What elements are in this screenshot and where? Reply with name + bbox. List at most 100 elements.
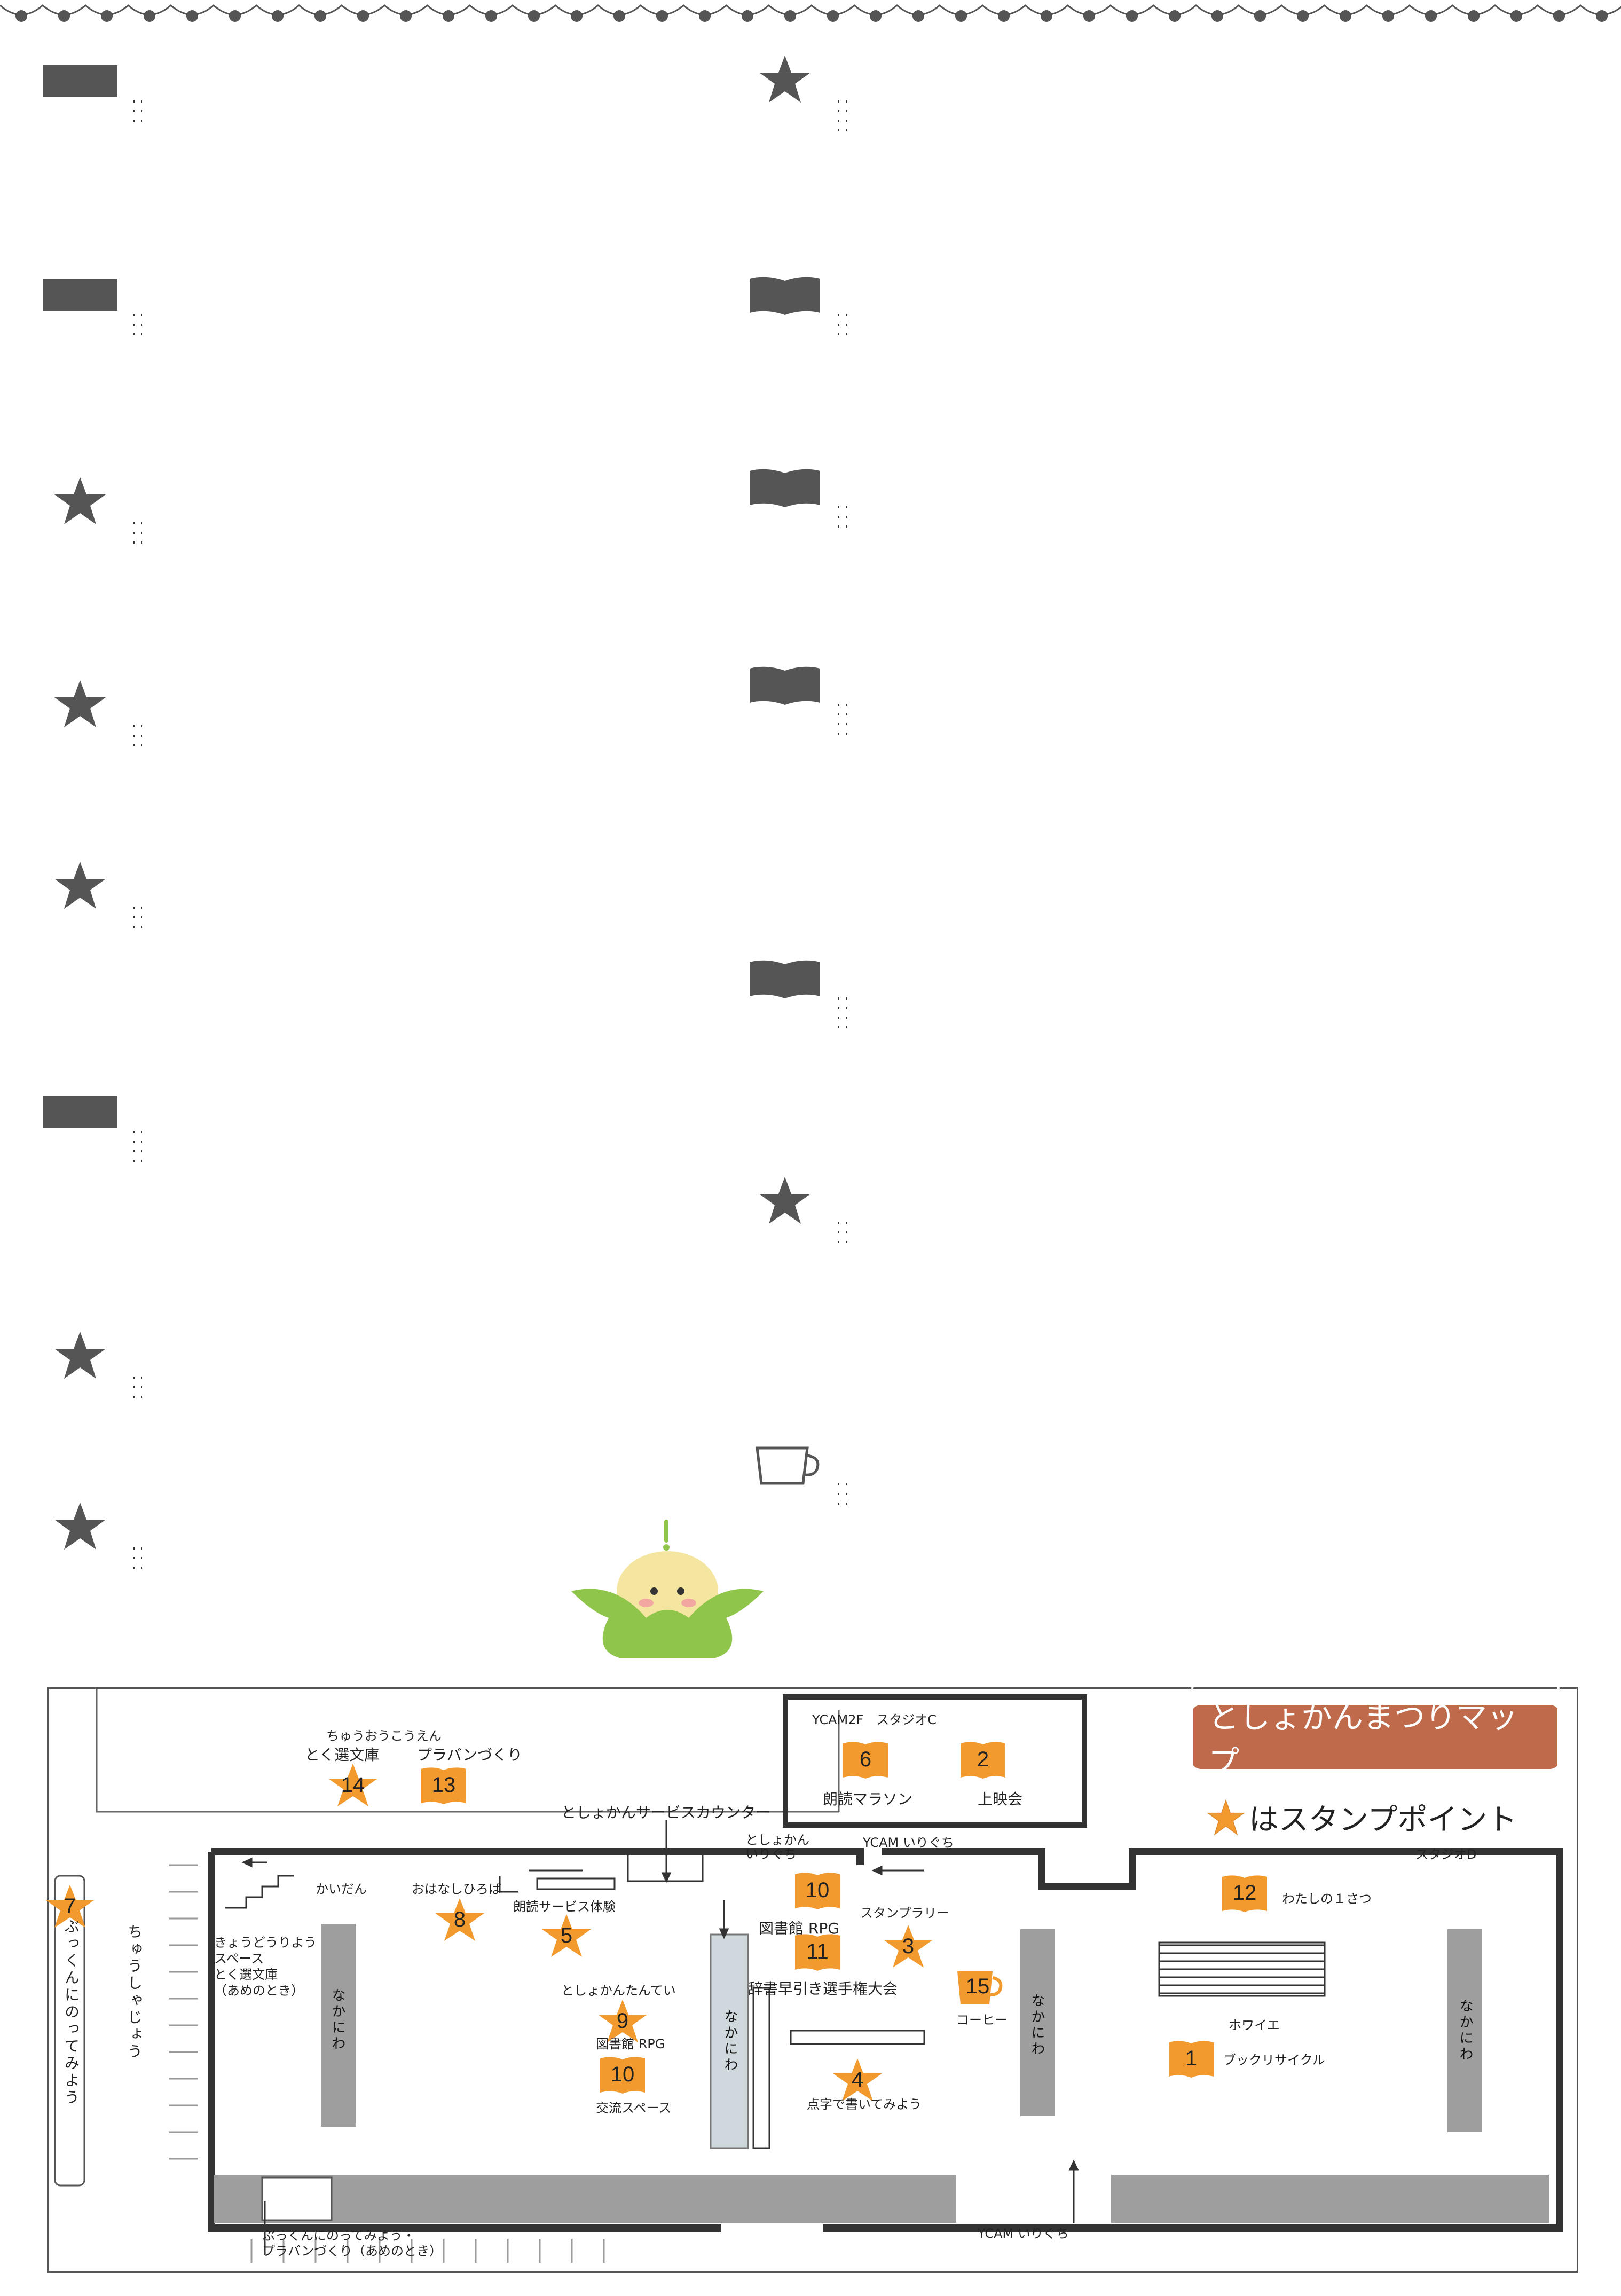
star-icon xyxy=(435,1898,484,1941)
book-icon xyxy=(421,1767,466,1804)
map-label-roudoku_marathon: 朗読マラソン xyxy=(823,1790,913,1808)
event-number xyxy=(43,1084,117,1137)
time-label xyxy=(838,324,847,326)
time-label xyxy=(838,516,847,518)
content-label xyxy=(838,129,847,131)
capacity-label xyxy=(838,723,847,725)
place-label xyxy=(838,1222,847,1224)
time-label xyxy=(838,713,847,715)
map-label-chushajo: ちゅうしゃじょう xyxy=(125,1924,143,2061)
place-label xyxy=(133,522,142,524)
garland-decoration xyxy=(0,4,1621,22)
star-icon xyxy=(45,1885,95,1928)
map-label-stamp_rally: スタンプラリー xyxy=(860,1906,950,1921)
map-pin-13: 13 xyxy=(417,1763,470,1807)
event-number xyxy=(43,678,117,732)
event-number xyxy=(747,459,822,513)
map-label-kyodo: きょうどうりよう スペース とく選文庫 （あめのとき） xyxy=(214,1935,317,1998)
book-icon xyxy=(1169,2041,1214,2078)
time-label xyxy=(838,1007,847,1009)
star-icon xyxy=(833,2058,882,2101)
map-pin-number: 12 xyxy=(1232,1881,1257,1905)
map-pin-11: 11 xyxy=(791,1929,844,1974)
map-label-ohanashi: おはなしひろば xyxy=(412,1882,501,1897)
map-pin-number: 1 xyxy=(1185,2046,1198,2070)
event-number xyxy=(43,267,117,320)
map-pin-number: 4 xyxy=(851,2067,864,2091)
map-label-joueikai: 上映会 xyxy=(978,1790,1023,1808)
place-label xyxy=(133,100,142,103)
content-label xyxy=(838,525,847,528)
content-label xyxy=(838,333,847,335)
event-marker-star-icon xyxy=(747,1175,822,1228)
map-pin-number: 11 xyxy=(806,1939,829,1963)
capacity-label xyxy=(133,1150,142,1152)
map-pin-number: 10 xyxy=(805,1878,830,1902)
event-marker-book-icon xyxy=(747,950,822,1004)
time-label xyxy=(133,324,142,326)
content-label xyxy=(838,733,847,735)
book-icon xyxy=(1222,1875,1267,1912)
time-label xyxy=(133,1386,142,1388)
map-pin-number: 9 xyxy=(616,2009,629,2033)
map-pin-15: 15 xyxy=(951,1964,1004,2009)
place-label xyxy=(133,725,142,727)
map-pin-number: 3 xyxy=(902,1934,915,1958)
content-label xyxy=(838,1026,847,1028)
place-label xyxy=(838,506,847,508)
event-marker-star-icon xyxy=(43,860,117,913)
map-pin-2: 2 xyxy=(956,1737,1010,1782)
map-pin-5: 5 xyxy=(540,1913,593,1958)
time-label xyxy=(133,1557,142,1559)
map-label-bukkun_bottom: ぶっくんにのってみよう・ プラバンづくり（あめのとき） xyxy=(262,2228,442,2259)
event-marker-star-icon xyxy=(43,1500,117,1554)
place-label xyxy=(133,1131,142,1133)
place-label xyxy=(133,1547,142,1550)
map-pin-9: 9 xyxy=(596,1999,649,2043)
content-label xyxy=(133,333,142,335)
map-pin-number: 10 xyxy=(610,2062,635,2086)
content-label xyxy=(133,120,142,122)
event-marker-tag-icon xyxy=(43,53,117,107)
book-icon xyxy=(600,2057,645,2094)
map-label-watashi: わたしの１さつ xyxy=(1282,1891,1372,1906)
map-label-chuo_koen: ちゅうおうこうえん xyxy=(326,1728,442,1743)
place-label xyxy=(133,314,142,316)
place-label xyxy=(838,997,847,1000)
map-pin-12: 12 xyxy=(1218,1870,1271,1915)
map-pin-14: 14 xyxy=(326,1763,380,1807)
map-pin-10: 10 xyxy=(791,1868,844,1913)
star-icon xyxy=(884,1925,933,1968)
content-label xyxy=(133,1160,142,1162)
map-label-nakaniwa: なかにわ xyxy=(329,1988,345,2052)
map-floorplan xyxy=(54,1689,1563,2263)
place-label xyxy=(838,100,847,103)
map-label-koryu: 交流スペース xyxy=(596,2101,672,2116)
map-pin-number: 7 xyxy=(64,1894,76,1918)
map-label-nakaniwa: なかにわ xyxy=(722,2009,738,2073)
map-pin-number: 5 xyxy=(560,1923,573,1947)
book-icon xyxy=(961,1742,1005,1779)
map-label-rpg2: 図書館 RPG xyxy=(596,2036,665,2051)
map-label-studio_d: スタジオD xyxy=(1415,1847,1477,1862)
event-number xyxy=(747,267,822,320)
time-label xyxy=(133,735,142,737)
event-number xyxy=(43,1500,117,1554)
map-pin-number: 14 xyxy=(341,1773,365,1797)
event-number xyxy=(747,1175,822,1228)
event-number xyxy=(747,53,822,107)
event-marker-cup-icon xyxy=(747,1436,822,1490)
event-number xyxy=(747,657,822,710)
time-label xyxy=(838,1231,847,1233)
content-label xyxy=(133,541,142,544)
time-label xyxy=(133,916,142,918)
event-marker-book-icon xyxy=(747,657,822,710)
map-label-counter: としょかんサービスカウンター xyxy=(561,1804,771,1821)
event-marker-tag-icon xyxy=(43,267,117,320)
cup-icon xyxy=(957,1971,1003,2004)
star-icon xyxy=(328,1764,377,1806)
map-title-banner: としょかんまつりマップ xyxy=(1191,1682,1560,1791)
event-marker-tag-icon xyxy=(43,1084,117,1137)
event-number xyxy=(43,53,117,107)
time-label xyxy=(133,1141,142,1143)
